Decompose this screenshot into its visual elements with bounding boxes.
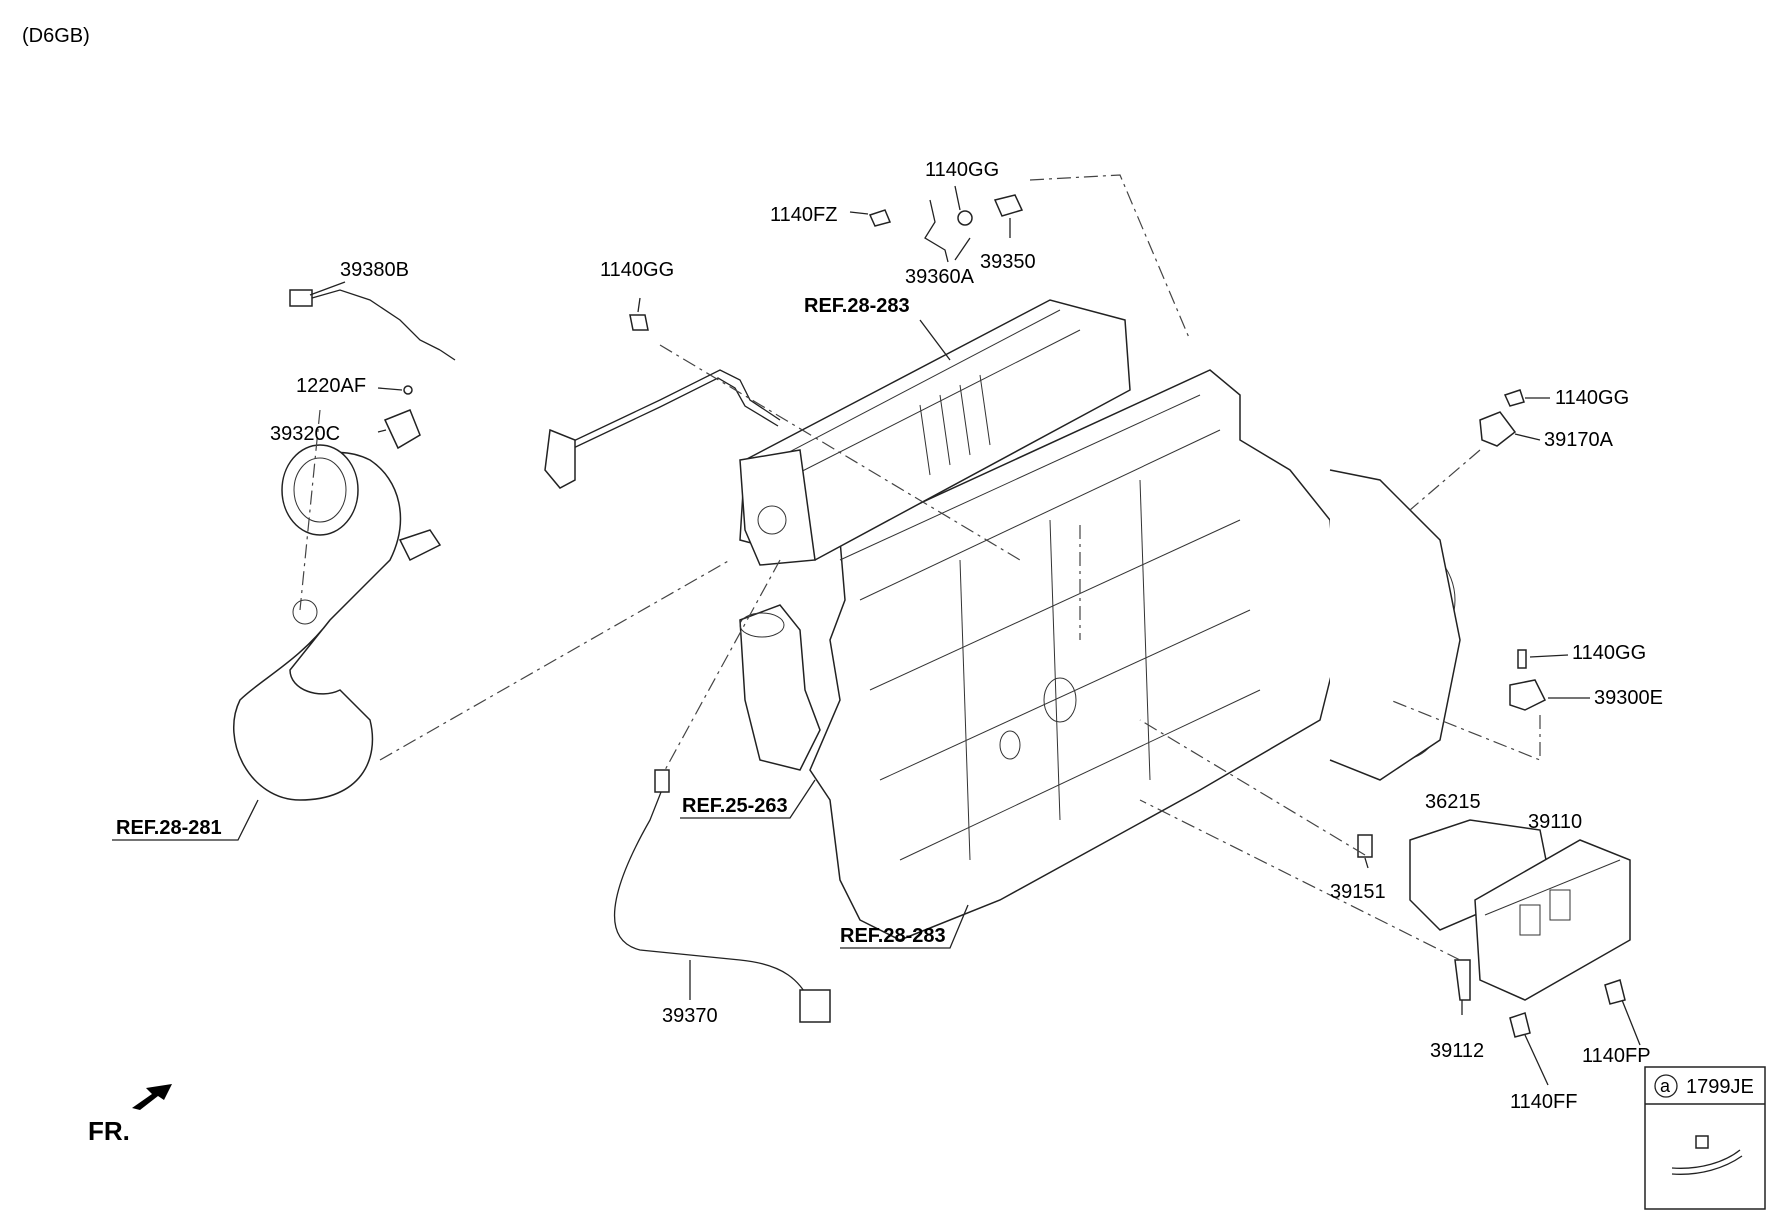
oil-filter-housing (739, 604, 821, 771)
part-label-1140GG-top: 1140GG (925, 159, 999, 181)
exhaust-temp-sensor-39370 (613, 769, 831, 1023)
egr-pipe-bracket (544, 369, 781, 489)
label-leaders (112, 185, 1641, 1086)
part-label-1140GG-left: 1140GG (600, 259, 674, 281)
ref-label-egr-top: REF.28-283 (804, 295, 910, 317)
inset-part-label: 1799JE (1686, 1076, 1754, 1098)
part-label-39170A: 39170A (1544, 429, 1614, 451)
part-label-39350: 39350 (980, 251, 1036, 273)
ref-label-oil: REF.25-263 (682, 795, 788, 817)
part-label-39370: 39370 (662, 1005, 718, 1027)
part-label-39110: 39110 (1528, 811, 1582, 833)
part-label-39300E: 39300E (1594, 687, 1663, 709)
front-direction-arrow (132, 1084, 172, 1110)
spacer-39151 (1357, 834, 1373, 858)
part-label-39320C: 39320C (270, 423, 340, 445)
ecu-assembly (1409, 819, 1631, 1001)
engine-block (809, 369, 1461, 941)
sensor-39300E (1509, 649, 1547, 711)
sensor-39380B (289, 289, 456, 361)
inset-marker-circle (1654, 1074, 1678, 1098)
bolt-1140GG-left (629, 314, 649, 331)
front-label: FR. (88, 1116, 130, 1146)
cable-tie-icon (1671, 1135, 1743, 1175)
part-label-1140FZ: 1140FZ (770, 204, 837, 226)
egr-cooler (739, 299, 1131, 566)
part-label-1140GG-r2: 1140GG (1572, 642, 1646, 664)
sensor-39170A (1479, 389, 1525, 447)
inset-marker: a (1660, 1076, 1671, 1096)
part-label-1140FP: 1140FP (1582, 1045, 1651, 1067)
part-label-1140GG-r1: 1140GG (1555, 387, 1629, 409)
part-label-36215: 36215 (1425, 791, 1481, 813)
dashed-leaders (299, 174, 1541, 961)
intake-hose (233, 444, 442, 801)
part-label-1220AF: 1220AF (296, 375, 366, 397)
part-label-1140FF: 1140FF (1510, 1091, 1577, 1113)
part-label-39151: 39151 (1330, 881, 1386, 903)
top-bracket-39360A-39350 (868, 194, 1024, 263)
bolts-ecu (1454, 959, 1626, 1038)
ref-label-intake: REF.28-281 (116, 817, 222, 839)
engine-code: (D6GB) (22, 25, 90, 47)
part-label-39112: 39112 (1430, 1040, 1484, 1062)
ref-label-egr-bottom: REF.28-283 (840, 925, 946, 947)
part-label-39380B: 39380B (340, 259, 409, 281)
sensor-39320C (383, 385, 421, 450)
inset-box: a 1799JE (1644, 1066, 1766, 1210)
part-label-39360A: 39360A (905, 266, 975, 288)
